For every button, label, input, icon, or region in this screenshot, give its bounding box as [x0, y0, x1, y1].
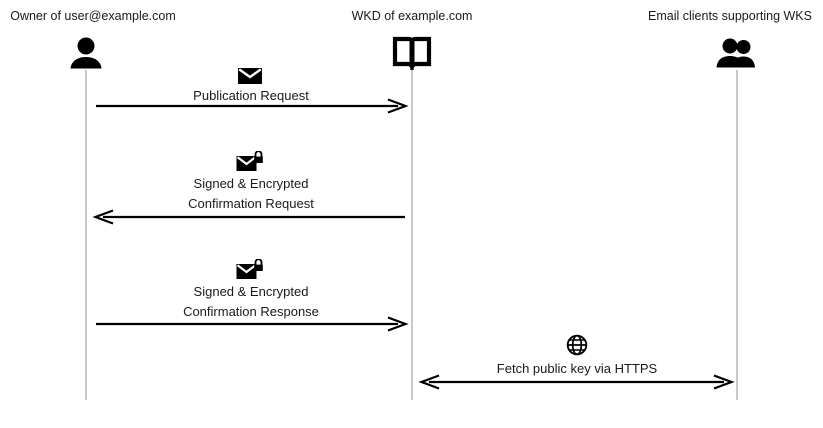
message-arrow-4-bidirectional: [418, 374, 735, 390]
open-book-icon: [384, 36, 440, 70]
message-label-4: Fetch public key via HTTPS: [496, 361, 658, 376]
envelope-lock-icon: [235, 258, 265, 282]
lifeline-wkd: [411, 70, 413, 400]
message-arrow-1-right: [96, 98, 409, 114]
globe-icon: [562, 333, 592, 357]
envelope-lock-icon: [235, 150, 265, 174]
message-arrow-2-left: [92, 209, 405, 225]
lifeline-clients: [736, 70, 738, 400]
lifeline-owner: [85, 70, 87, 400]
actor-label-wkd: WKD of example.com: [351, 9, 473, 23]
message-label-2-line2: Confirmation Request: [188, 196, 314, 211]
message-label-3-line1: Signed & Encrypted: [193, 284, 309, 299]
actor-label-owner: Owner of user@example.com: [10, 9, 176, 23]
envelope-icon: [235, 64, 265, 88]
message-label-1: Publication Request: [193, 88, 309, 103]
actor-label-clients: Email clients supporting WKS: [648, 9, 812, 23]
person-icon: [58, 36, 114, 70]
message-arrow-3-right: [96, 316, 409, 332]
people-group-icon: [709, 36, 765, 70]
message-label-2-line1: Signed & Encrypted: [193, 176, 309, 191]
message-label-3-line2: Confirmation Response: [183, 304, 319, 319]
